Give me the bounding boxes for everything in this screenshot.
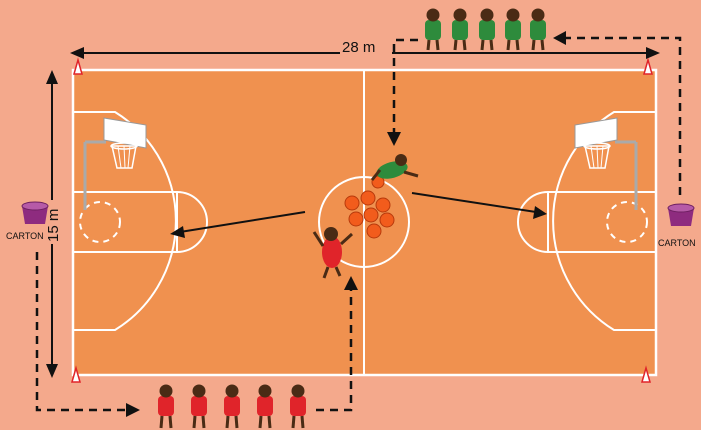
player-icon bbox=[191, 385, 207, 429]
green-team bbox=[425, 9, 546, 51]
player-icon bbox=[505, 9, 521, 51]
ball-icon bbox=[376, 198, 390, 212]
player-icon bbox=[158, 385, 174, 429]
ball-icon bbox=[367, 224, 381, 238]
player-icon bbox=[257, 385, 273, 429]
red-team bbox=[158, 385, 306, 429]
ball-icon bbox=[345, 196, 359, 210]
court bbox=[73, 70, 656, 375]
player-icon bbox=[425, 9, 441, 51]
player-icon bbox=[452, 9, 468, 51]
dimension-length: 28 m bbox=[70, 38, 660, 59]
carton-label-right: CARTON bbox=[658, 238, 696, 248]
player-icon bbox=[530, 9, 546, 51]
bucket-icon bbox=[22, 202, 48, 224]
length-label: 28 m bbox=[342, 39, 375, 56]
arrowhead bbox=[553, 31, 566, 45]
player-icon bbox=[290, 385, 306, 429]
width-label: 15 m bbox=[45, 209, 62, 242]
player-icon bbox=[479, 9, 495, 51]
ball-icon bbox=[361, 191, 375, 205]
arrowhead bbox=[126, 403, 140, 417]
player-icon bbox=[224, 385, 240, 429]
bucket-icon bbox=[668, 204, 694, 226]
ball-icon bbox=[364, 208, 378, 222]
ball-icon bbox=[380, 213, 394, 227]
dimension-width: 15 m bbox=[44, 70, 62, 378]
carton-label-left: CARTON bbox=[6, 231, 44, 241]
ball-icon bbox=[349, 212, 363, 226]
